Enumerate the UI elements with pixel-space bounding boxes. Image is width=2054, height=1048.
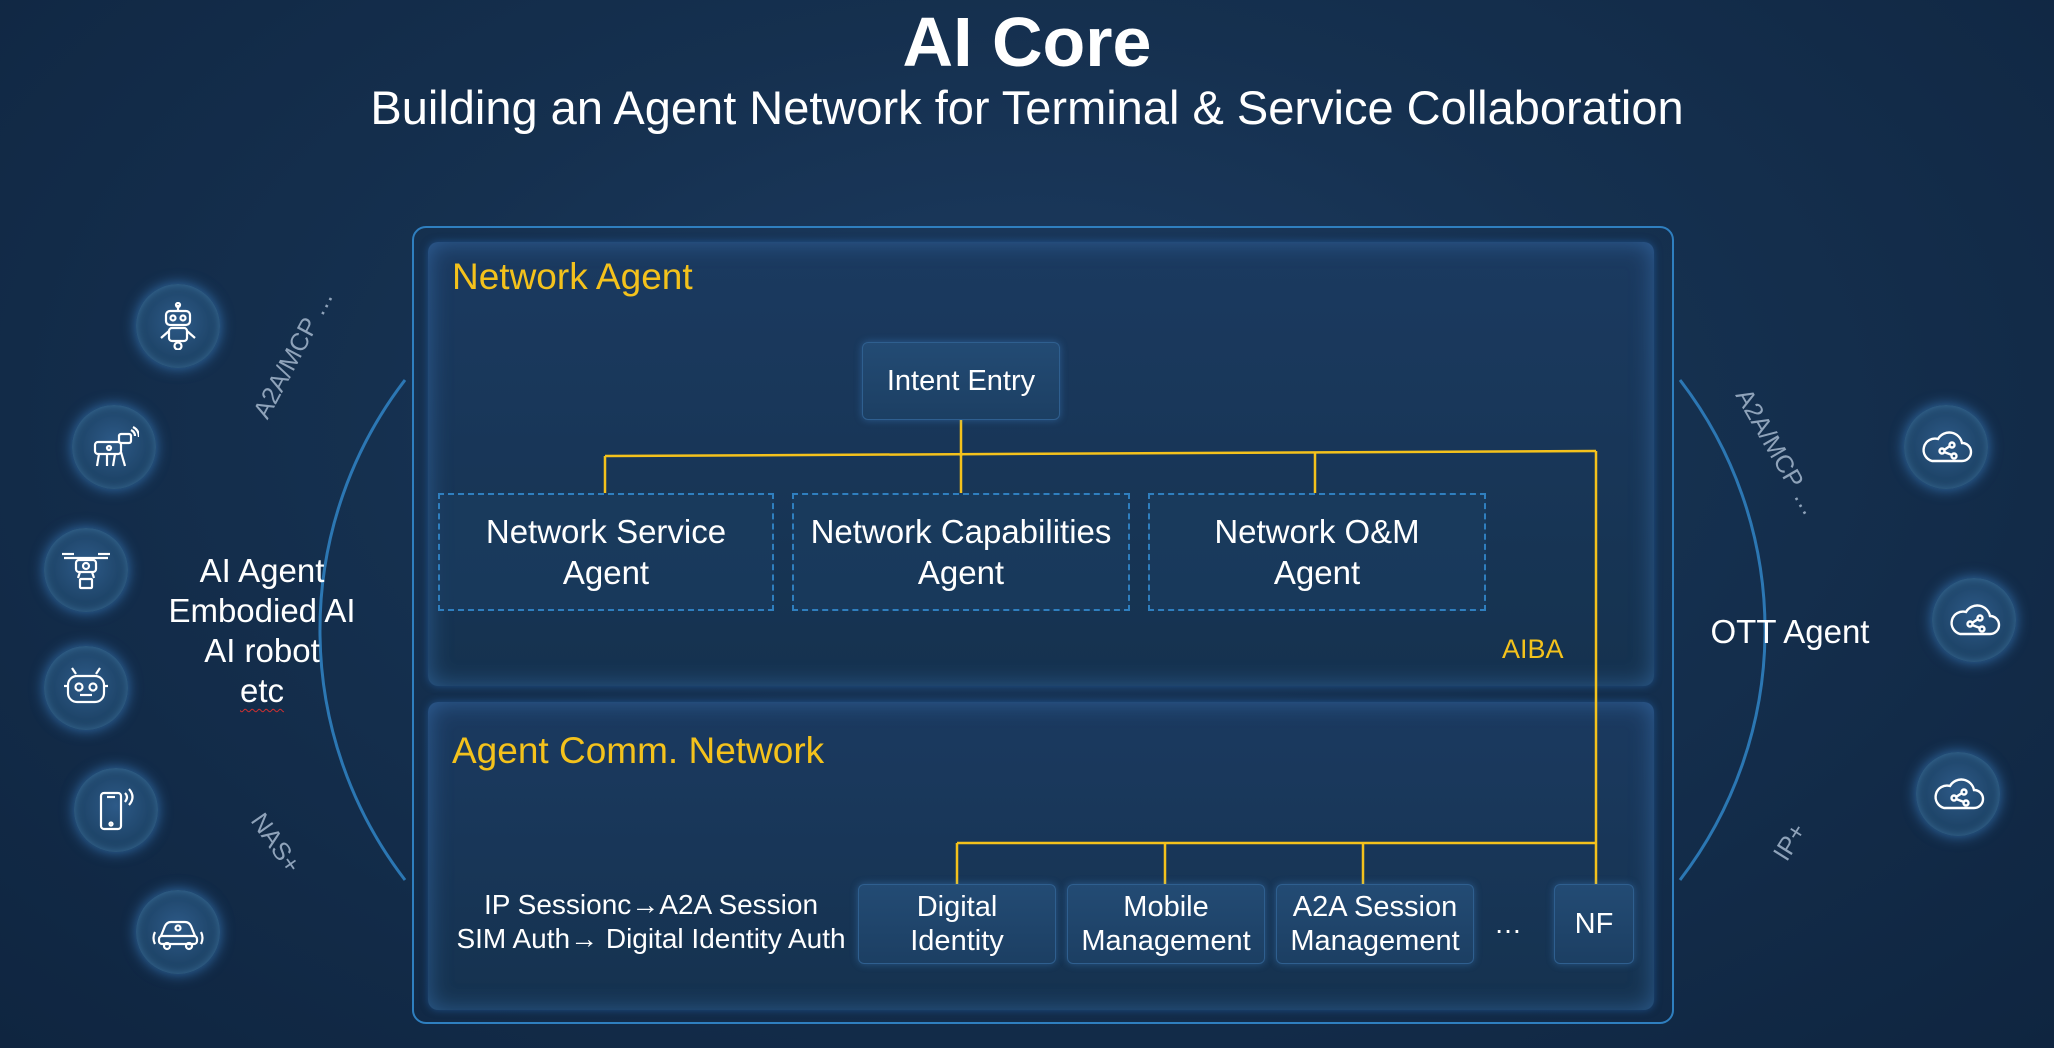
function-name-line: Management [1290, 925, 1460, 957]
agent-name-line: Network O&M [1214, 513, 1420, 550]
more-functions-ellipsis: … [1494, 908, 1522, 939]
evolution-line: SIM Auth→ Digital Identity Auth [456, 923, 846, 954]
aiba-label: AIBA [1502, 634, 1564, 664]
session-evolution-text: IP Sessionc→A2A Session SIM Auth→ Digita… [448, 888, 854, 956]
a2a-session-management-box: A2A Session Management [1276, 884, 1474, 964]
intent-entry-box: Intent Entry [862, 342, 1060, 420]
terminal-agent-line: Embodied AI [168, 592, 356, 629]
function-name-line: Identity [910, 925, 1004, 957]
connected-car-icon [136, 890, 220, 974]
smartphone-icon [74, 768, 158, 852]
cloud-network-icon [1916, 752, 2000, 836]
evolution-line: IP Sessionc→A2A Session [483, 889, 819, 920]
network-agent-panel [428, 242, 1654, 686]
ott-agent-label: OTT Agent [1710, 613, 1870, 650]
agent-comm-network-title: Agent Comm. Network [452, 730, 825, 771]
robot-head-icon [44, 646, 128, 730]
robot-icon [136, 284, 220, 368]
network-agent-title: Network Agent [452, 256, 693, 297]
ai-core-frame [412, 226, 1674, 1024]
network-om-agent-box: Network O&M Agent [1148, 493, 1486, 611]
page-subtitle: Building an Agent Network for Terminal &… [370, 81, 1684, 134]
page-title: AI Core [902, 3, 1152, 81]
network-capabilities-agent-box: Network Capabilities Agent [792, 493, 1130, 611]
agent-name-line: Agent [1273, 554, 1361, 591]
function-name-line: Mobile [1123, 891, 1209, 923]
terminal-agent-line: etc [239, 672, 285, 709]
function-name-line: A2A Session [1292, 891, 1458, 923]
digital-identity-box: Digital Identity [858, 884, 1056, 964]
terminal-agent-line: AI Agent [199, 552, 325, 589]
cloud-network-icon [1904, 405, 1988, 489]
drone-icon [44, 528, 128, 612]
terminal-agent-list: AI Agent Embodied AI AI robot etc [142, 551, 382, 711]
mobile-management-box: Mobile Management [1067, 884, 1265, 964]
robot-dog-icon [72, 405, 156, 489]
cloud-network-icon [1932, 578, 2016, 662]
nf-box: NF [1554, 884, 1634, 964]
function-name-line: Digital [916, 891, 998, 923]
agent-name-line: Network Capabilities [810, 513, 1112, 550]
function-name-line: Management [1081, 925, 1251, 957]
agent-name-line: Network Service [485, 513, 727, 550]
network-service-agent-box: Network Service Agent [438, 493, 774, 611]
terminal-agent-line: AI robot [204, 632, 320, 669]
right-arc [1678, 379, 1767, 881]
left-arc [318, 379, 407, 881]
agent-name-line: Agent [917, 554, 1005, 591]
agent-name-line: Agent [562, 554, 650, 591]
